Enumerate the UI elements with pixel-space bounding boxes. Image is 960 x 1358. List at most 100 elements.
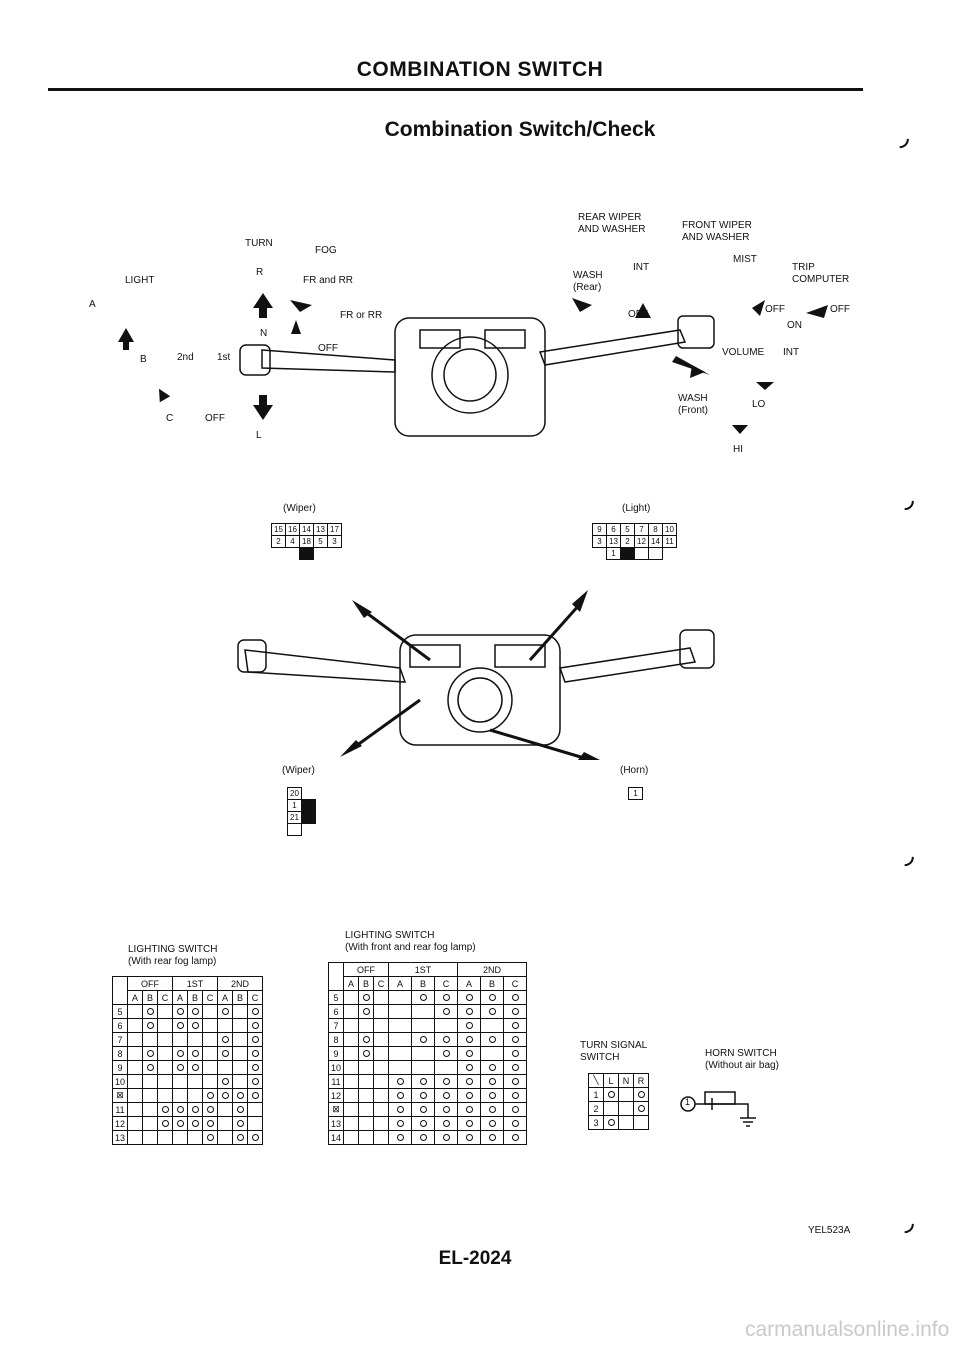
row-label: 3 xyxy=(588,1115,604,1130)
terminal: 2 xyxy=(271,535,286,548)
terminal: 20 xyxy=(287,787,302,800)
row-label: ⊠ xyxy=(112,1088,128,1103)
front-wiper-title: FRONT WIPER AND WASHER xyxy=(682,220,752,243)
light-pos-off: OFF xyxy=(205,413,225,424)
group-header: 2ND xyxy=(217,976,263,991)
row-label: 5 xyxy=(328,990,344,1005)
trip-computer-on: ON xyxy=(787,320,802,331)
terminal: 14 xyxy=(299,523,314,536)
row-label: 10 xyxy=(112,1074,128,1089)
rear-wiper-title: REAR WIPER AND WASHER xyxy=(578,212,646,235)
row-label: 7 xyxy=(112,1032,128,1047)
rear-wiper-int: INT xyxy=(633,262,650,273)
light-pos-1st: 1st xyxy=(217,352,231,363)
terminal: 1 xyxy=(628,787,643,800)
page-tick-mark: ◞ xyxy=(905,487,914,512)
terminal: 13 xyxy=(313,523,328,536)
row-label: 13 xyxy=(328,1116,344,1131)
page-tick-mark: ◞ xyxy=(905,1210,914,1235)
terminal: 17 xyxy=(327,523,342,536)
row-label: 13 xyxy=(112,1130,128,1145)
terminal: 18 xyxy=(299,535,314,548)
terminal: 16 xyxy=(285,523,300,536)
light-pos-a: A xyxy=(89,299,96,310)
group-header: 2ND xyxy=(457,962,527,977)
light-switch-title: LIGHT xyxy=(125,275,155,286)
row-label: 9 xyxy=(112,1060,128,1075)
terminal: 15 xyxy=(271,523,286,536)
wiper-bottom-connector-label: (Wiper) xyxy=(282,765,315,776)
sub-header: A xyxy=(388,976,412,991)
lock-tab xyxy=(301,799,316,812)
row-label: 2 xyxy=(588,1101,604,1116)
row-label: 1 xyxy=(588,1087,604,1102)
row-label: 6 xyxy=(328,1004,344,1019)
turn-switch-title: TURN xyxy=(245,238,273,249)
sub-header: B xyxy=(411,976,435,991)
light-pos-2nd: 2nd xyxy=(177,352,194,363)
light-pos-c: C xyxy=(166,413,174,424)
horn-connector-label: (Horn) xyxy=(620,765,649,776)
terminal: 8 xyxy=(648,523,663,536)
horn-terminal: 1 xyxy=(685,1097,691,1107)
terminal: 2 xyxy=(620,535,635,548)
front-wiper-off: OFF xyxy=(765,304,785,315)
terminal: 3 xyxy=(327,535,342,548)
page-subtitle: Combination Switch/Check xyxy=(384,118,656,141)
sub-header: A xyxy=(127,990,143,1005)
terminal: 14 xyxy=(648,535,663,548)
turn-pos-n: N xyxy=(260,328,268,339)
col-header: R xyxy=(633,1073,649,1088)
light-connector-label: (Light) xyxy=(622,503,651,514)
horn-connector: 1 xyxy=(628,787,643,800)
sub-header: A xyxy=(172,990,188,1005)
front-wiper-hi: HI xyxy=(733,444,743,455)
table-front-rear-fog-title: LIGHTING SWITCH (With front and rear fog… xyxy=(345,930,476,953)
trip-computer-off: OFF xyxy=(830,304,850,315)
row-label: 11 xyxy=(328,1074,344,1089)
terminal: 10 xyxy=(662,523,677,536)
rear-wiper-wash: WASH (Rear) xyxy=(573,270,603,293)
lock-tab xyxy=(299,547,314,560)
turn-pos-r: R xyxy=(256,267,264,278)
col-header: L xyxy=(603,1073,619,1088)
fog-pos-off: OFF xyxy=(318,343,338,354)
row-label: 8 xyxy=(328,1032,344,1047)
sub-header: B xyxy=(358,976,374,991)
row-label: 12 xyxy=(112,1116,128,1131)
sub-header: B xyxy=(232,990,248,1005)
front-wiper-lo: LO xyxy=(752,399,766,410)
terminal: 12 xyxy=(634,535,649,548)
watermark: carmanualsonline.info xyxy=(745,1318,950,1341)
lock-tab xyxy=(301,811,316,824)
group-header: 1ST xyxy=(172,976,218,991)
group-header: 1ST xyxy=(388,962,458,977)
section-title: COMBINATION SWITCH xyxy=(356,58,604,81)
sub-header: C xyxy=(373,976,389,991)
sub-header: A xyxy=(217,990,233,1005)
terminal: 11 xyxy=(662,535,677,548)
turn-signal-title: TURN SIGNAL SWITCH xyxy=(580,1040,648,1063)
row-label: 12 xyxy=(328,1088,344,1103)
row-label: 8 xyxy=(112,1046,128,1061)
terminal: 3 xyxy=(592,535,607,548)
sub-header: B xyxy=(142,990,158,1005)
sub-header: C xyxy=(247,990,263,1005)
front-wiper-mist: MIST xyxy=(733,254,757,265)
light-pos-b: B xyxy=(140,354,147,365)
front-wiper-volume: VOLUME xyxy=(722,347,765,358)
rear-wiper-off: OFF xyxy=(628,309,648,320)
front-wiper-wash: WASH (Front) xyxy=(678,393,708,416)
sub-header: C xyxy=(202,990,218,1005)
terminal: 21 xyxy=(287,811,302,824)
wiper-bottom-connector: 20 1 21 xyxy=(287,787,316,836)
header-rule xyxy=(48,88,863,91)
row-label: 14 xyxy=(328,1130,344,1145)
row-label: 9 xyxy=(328,1046,344,1061)
sub-header: A xyxy=(343,976,359,991)
